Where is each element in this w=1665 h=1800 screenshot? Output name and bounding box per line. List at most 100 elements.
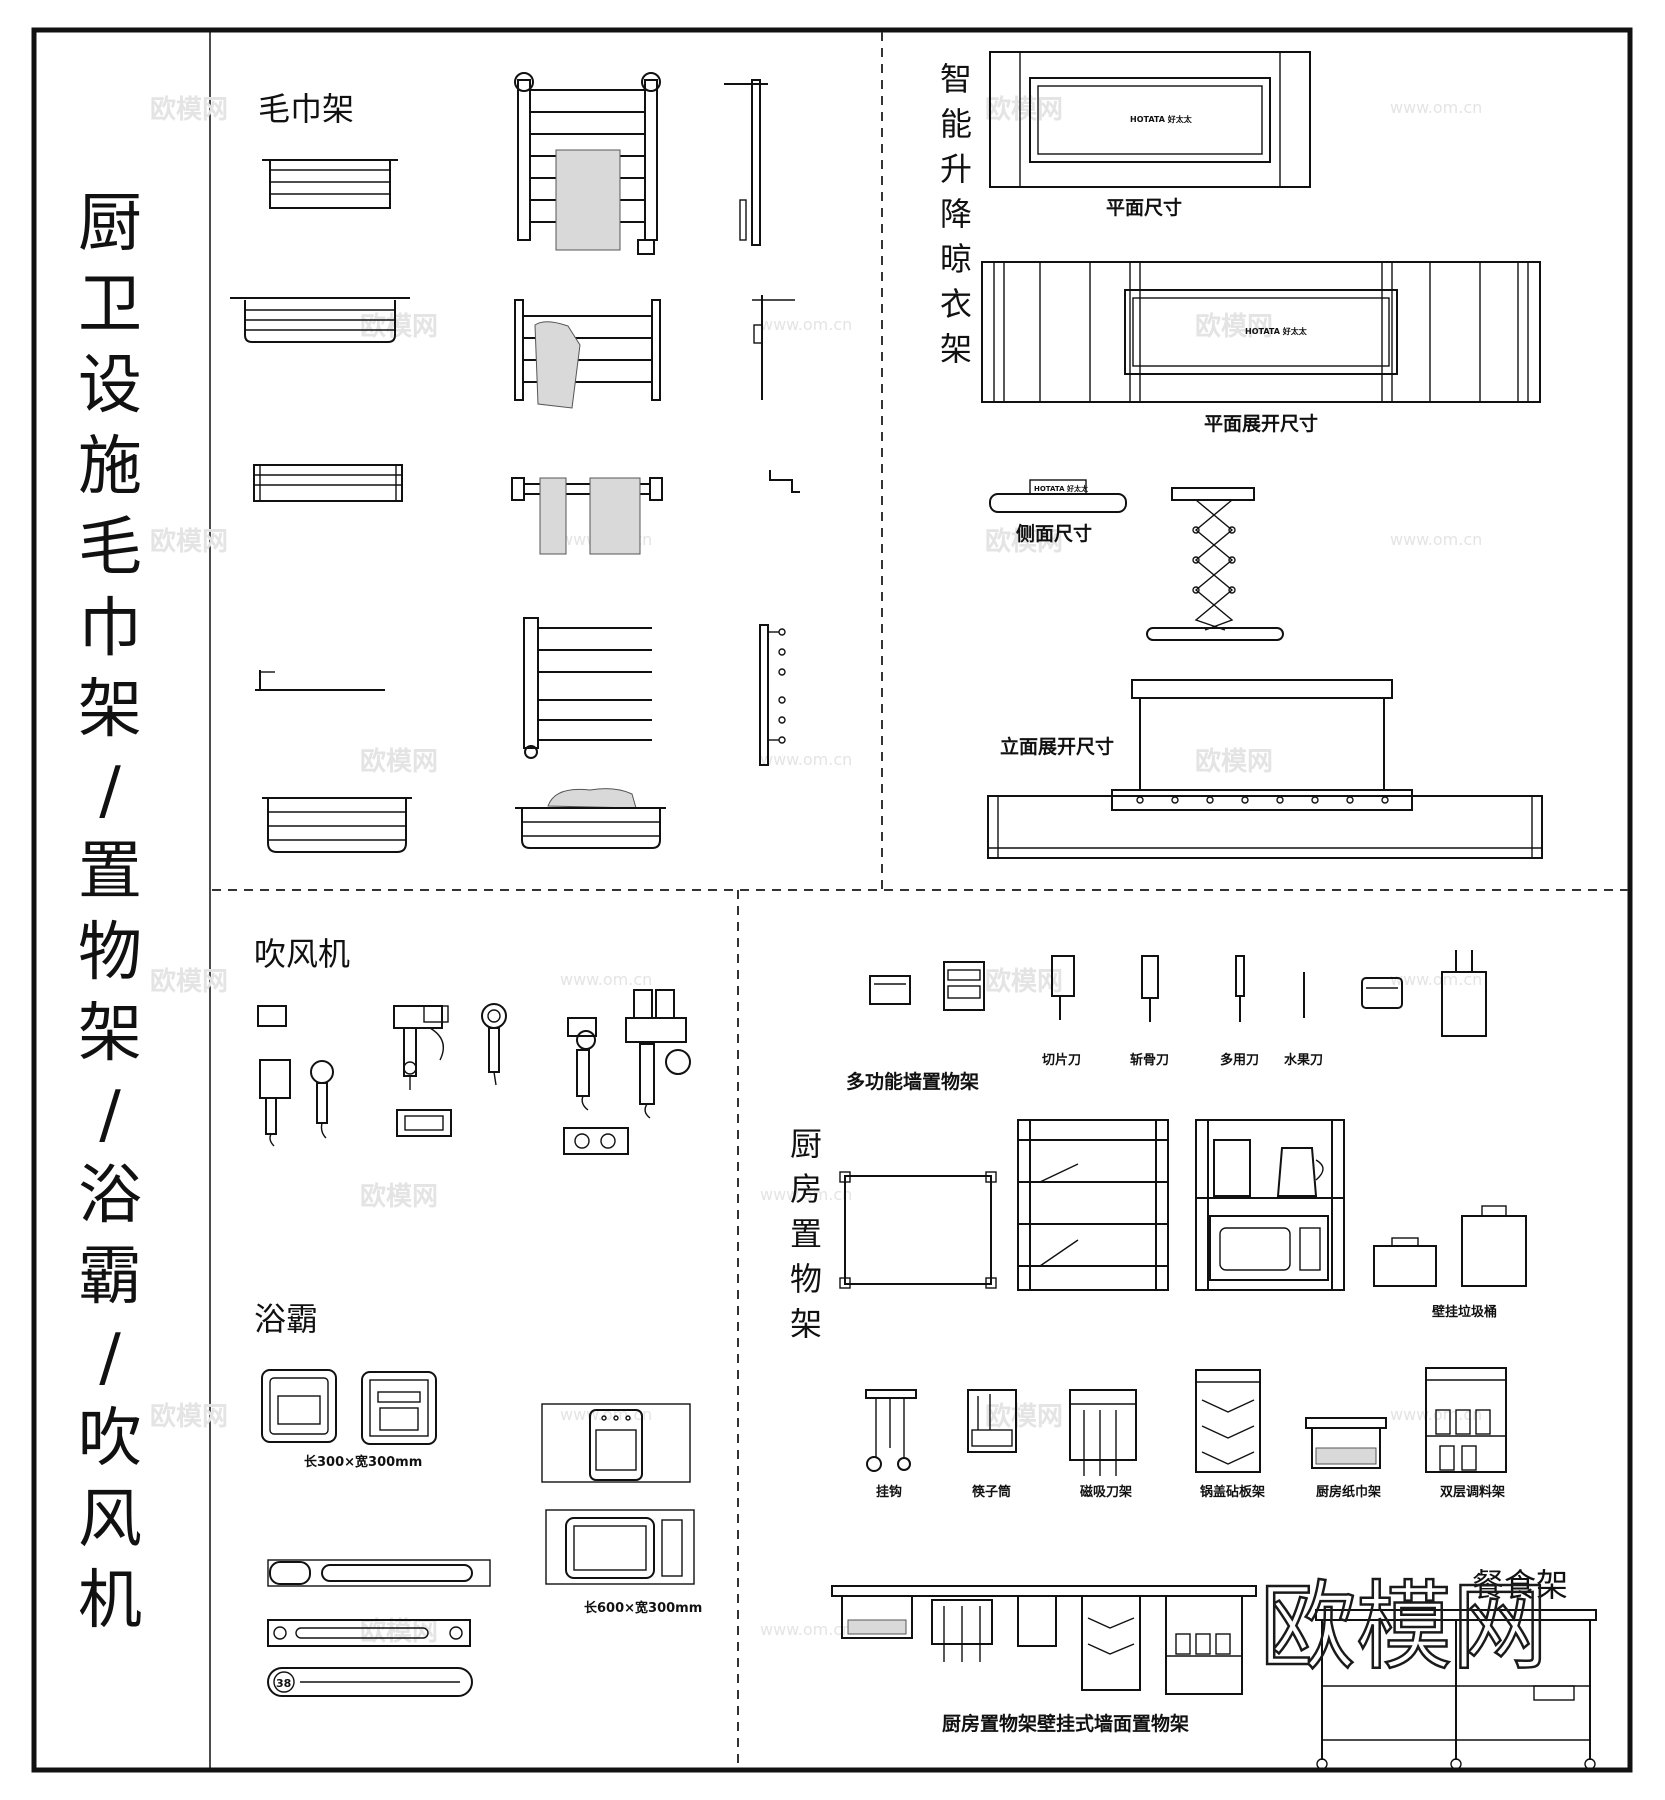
main-title-char: 架 [78, 673, 142, 747]
main-title-char: 施 [78, 430, 142, 504]
watermark-logo: 欧模网 [150, 94, 228, 125]
drying-rack-plan-expanded-view: HOTATA 好太太 平面展开尺寸 [981, 261, 1541, 435]
main-title-char: 吹 [78, 1402, 142, 1476]
watermark-url: www.om.cn [1390, 970, 1482, 989]
towel-rail-side-view [752, 295, 795, 400]
accessory-label: 双层调料架 [1440, 1484, 1505, 1500]
watermark-url: www.om.cn [1390, 98, 1482, 117]
bath-heater-strip-drawing [267, 1559, 491, 1587]
bath-heater-drawing [541, 1403, 691, 1483]
bath-heater-size-large: 长600×宽300mm [584, 1600, 702, 1616]
drying-rack-title-char: 能 [940, 105, 972, 143]
kitchen-title-char: 置 [790, 1215, 822, 1253]
towel-bar-drawing [255, 670, 385, 691]
watermark-logo: 欧模网 [985, 1401, 1063, 1432]
knife-label: 斩骨刀 [1130, 1052, 1169, 1068]
main-title-char: 巾 [78, 592, 142, 666]
towel-shelf-drawing [515, 788, 666, 849]
kitchen-shelf-unit-drawing [1017, 1119, 1169, 1291]
drying-rack-title-char: 智 [940, 60, 972, 98]
knife-slicing-drawing: 切片刀 [1042, 955, 1081, 1068]
drying-rack-brand: HOTATA 好太太 [1034, 484, 1089, 493]
main-title-char: / [99, 1078, 121, 1152]
hair-dryer-drawing [481, 1003, 507, 1086]
drying-rack-title-char: 架 [940, 330, 972, 368]
towel-rack-drawing [230, 297, 410, 343]
towel-rack-title: 毛巾架 [258, 90, 354, 128]
wall-holder-drawing [1361, 950, 1487, 1037]
elevation-expanded-size-label: 立面展开尺寸 [1000, 735, 1114, 758]
paper-towel-rack-drawing: 厨房纸巾架 [1305, 1417, 1387, 1500]
watermark-url: www.om.cn [760, 315, 852, 334]
knife-cleaver-drawing: 斩骨刀 [1130, 955, 1169, 1068]
main-title-char: / [99, 1321, 121, 1395]
kitchen-section: 多功能墙置物架 切片刀 斩骨刀 多用刀 水果刀 [790, 950, 1597, 1770]
knife-utility-drawing: 多用刀 [1220, 955, 1259, 1068]
hair-dryer-drawing [257, 1005, 291, 1147]
watermark-logo: 欧模网 [150, 1401, 228, 1432]
heated-towel-rail-drawing [514, 72, 661, 255]
hair-dryer-section: 吹风机 [254, 935, 691, 1155]
watermark-logo: 欧模网 [985, 94, 1063, 125]
main-title-char: 机 [78, 1564, 142, 1638]
heated-towel-rail-drawing [514, 299, 661, 409]
knife-label: 切片刀 [1042, 1052, 1081, 1068]
bath-heater-size-small: 长300×宽300mm [304, 1454, 422, 1470]
kitchen-title-char: 架 [790, 1305, 822, 1343]
drying-rack-section: 智 能 升 降 晾 衣 架 HOTATA 好太太 平面尺寸 [940, 51, 1543, 859]
towel-hook-side-view [769, 470, 800, 493]
kitchen-appliance-rack-drawing [1195, 1119, 1345, 1291]
main-title-char: / [99, 754, 121, 828]
towel-rack-drawing [262, 797, 412, 853]
chopstick-holder-drawing: 筷子筒 [967, 1389, 1017, 1500]
knife-label: 水果刀 [1284, 1052, 1323, 1068]
watermark-logo-large: 欧模网 [1260, 1571, 1548, 1683]
drying-rack-title-char: 衣 [940, 285, 972, 323]
towel-rack-drawing [262, 159, 398, 209]
outer-frame [31, 27, 1633, 1773]
drying-rack-title-char: 升 [940, 150, 972, 188]
drying-rack-title-char: 晾 [940, 240, 972, 278]
main-title-char: 风 [78, 1483, 142, 1557]
bath-heater-drawing: 长300×宽300mm [304, 1371, 437, 1470]
main-title-char: 霸 [78, 1240, 142, 1314]
main-title-char: 浴 [78, 1159, 142, 1233]
bath-heater-strip-drawing: 38 [267, 1667, 473, 1697]
plan-size-label: 平面尺寸 [1106, 196, 1182, 219]
drying-rack-side-view: HOTATA 好太太 侧面尺寸 [989, 479, 1127, 545]
watermark-url: www.om.cn [560, 1405, 652, 1424]
accessory-label: 厨房纸巾架 [1316, 1484, 1381, 1500]
drying-rack-plan-view: HOTATA 好太太 平面尺寸 [989, 51, 1311, 219]
main-title-char: 卫 [78, 268, 142, 342]
watermark-logo: 欧模网 [360, 1616, 438, 1647]
double-towel-bar-drawing [511, 477, 663, 555]
kitchen-title-char: 房 [790, 1170, 822, 1208]
main-title-char: 厨 [78, 187, 142, 261]
watermark-logo: 欧模网 [150, 526, 228, 557]
plan-expanded-size-label: 平面展开尺寸 [1204, 412, 1318, 435]
bath-heater-display: 38 [276, 1677, 291, 1690]
bath-heater-strip-drawing [267, 1619, 471, 1647]
hook-rail-drawing: 挂钩 [865, 1389, 917, 1500]
main-title-char: 物 [78, 916, 142, 990]
accessory-label: 磁吸刀架 [1080, 1484, 1132, 1500]
bath-heater-drawing [261, 1369, 337, 1443]
side-size-label: 侧面尺寸 [1016, 522, 1092, 545]
accessory-label: 锅盖砧板架 [1200, 1484, 1265, 1500]
watermark-url: www.om.cn [760, 750, 852, 769]
kitchen-title-char: 厨 [790, 1125, 822, 1163]
watermark-logo: 欧模网 [1195, 746, 1273, 777]
watermark-url: www.om.cn [1390, 530, 1482, 549]
bath-heater-section: 浴霸 长300×宽300mm 长600×宽300mm [254, 1300, 702, 1697]
ladder-rail-side-view [759, 624, 786, 766]
hair-dryer-holder-drawing [393, 1005, 452, 1137]
watermark-logo: 欧模网 [150, 966, 228, 997]
drying-rack-brand: HOTATA 好太太 [1245, 326, 1308, 336]
watermark-logo: 欧模网 [360, 746, 438, 777]
watermark-url: www.om.cn [560, 970, 652, 989]
drying-rack-elevation-view: 立面展开尺寸 [987, 679, 1543, 859]
knife-label: 多用刀 [1220, 1052, 1259, 1068]
accessory-label: 筷子筒 [972, 1484, 1011, 1500]
watermark-logo: 欧模网 [360, 1181, 438, 1212]
